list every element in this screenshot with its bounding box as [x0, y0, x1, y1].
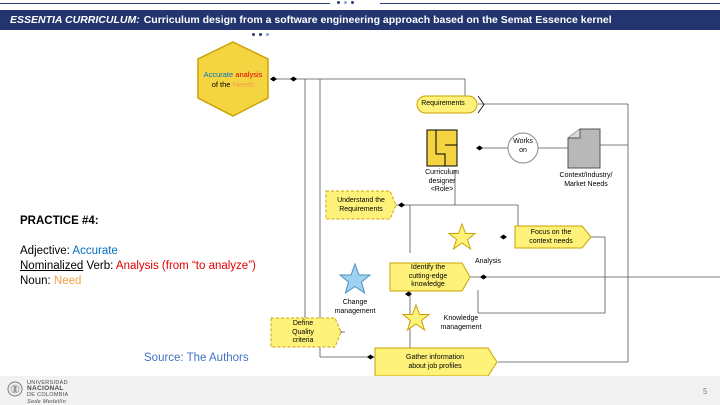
under-title-dots	[252, 33, 269, 36]
works-on-circle	[507, 132, 539, 164]
goal-hexagon	[197, 41, 269, 117]
change-management-star-icon	[338, 262, 372, 295]
focus-context-node	[514, 225, 592, 249]
university-logo-text: UNIVERSIDAD NACIONAL DE COLOMBIA Sede Me…	[27, 380, 69, 405]
define-quality-node	[270, 317, 342, 348]
verb-label-underlined: Nominalized	[20, 260, 84, 272]
analysis-star-icon	[447, 222, 477, 251]
slide-title-bar: ESSENTIA CURRICULUM: Curriculum design f…	[0, 10, 720, 30]
requirements-pill	[416, 95, 478, 114]
slide-footer	[0, 376, 720, 405]
source-caption: Source: The Authors	[144, 352, 249, 364]
noun-label: Noun:	[20, 275, 51, 287]
analysis-label: Analysis	[474, 258, 502, 265]
verb-line: Nominalized Verb: Analysis (from “to ana…	[20, 259, 256, 274]
noun-value: Need	[53, 275, 82, 287]
requirements-label: Requirements	[421, 100, 465, 107]
understand-requirements-node	[325, 190, 397, 220]
identify-knowledge-node	[389, 262, 471, 292]
practice-block: PRACTICE #4: Adjective: Accurate Nominal…	[20, 214, 256, 289]
hexagon-label: Accurate analysis of the Needs	[203, 70, 263, 89]
adjective-line: Adjective: Accurate	[20, 244, 256, 259]
designer-role-icon	[426, 129, 458, 167]
adjective-value: Accurate	[72, 245, 118, 257]
adjective-label: Adjective:	[20, 245, 70, 257]
top-dots	[337, 1, 354, 4]
noun-line: Noun: Need	[20, 274, 256, 289]
top-rule-right	[380, 3, 720, 4]
top-rule-left	[0, 3, 330, 4]
page-number: 5	[703, 387, 708, 396]
connectors	[270, 78, 720, 363]
title-text: Curriculum design from a software engine…	[143, 14, 612, 26]
title-italic: ESSENTIA CURRICULUM:	[10, 14, 140, 26]
verb-label-rest: Verb:	[83, 260, 114, 272]
university-seal-icon	[7, 381, 23, 397]
practice-heading: PRACTICE #4:	[20, 215, 99, 227]
gather-information-node	[374, 347, 498, 377]
context-needs-label: Context/Industry/Market Needs	[559, 172, 613, 188]
verb-value: Analysis (from “to analyze”)	[115, 260, 256, 272]
knowledge-management-star-icon	[401, 303, 431, 332]
